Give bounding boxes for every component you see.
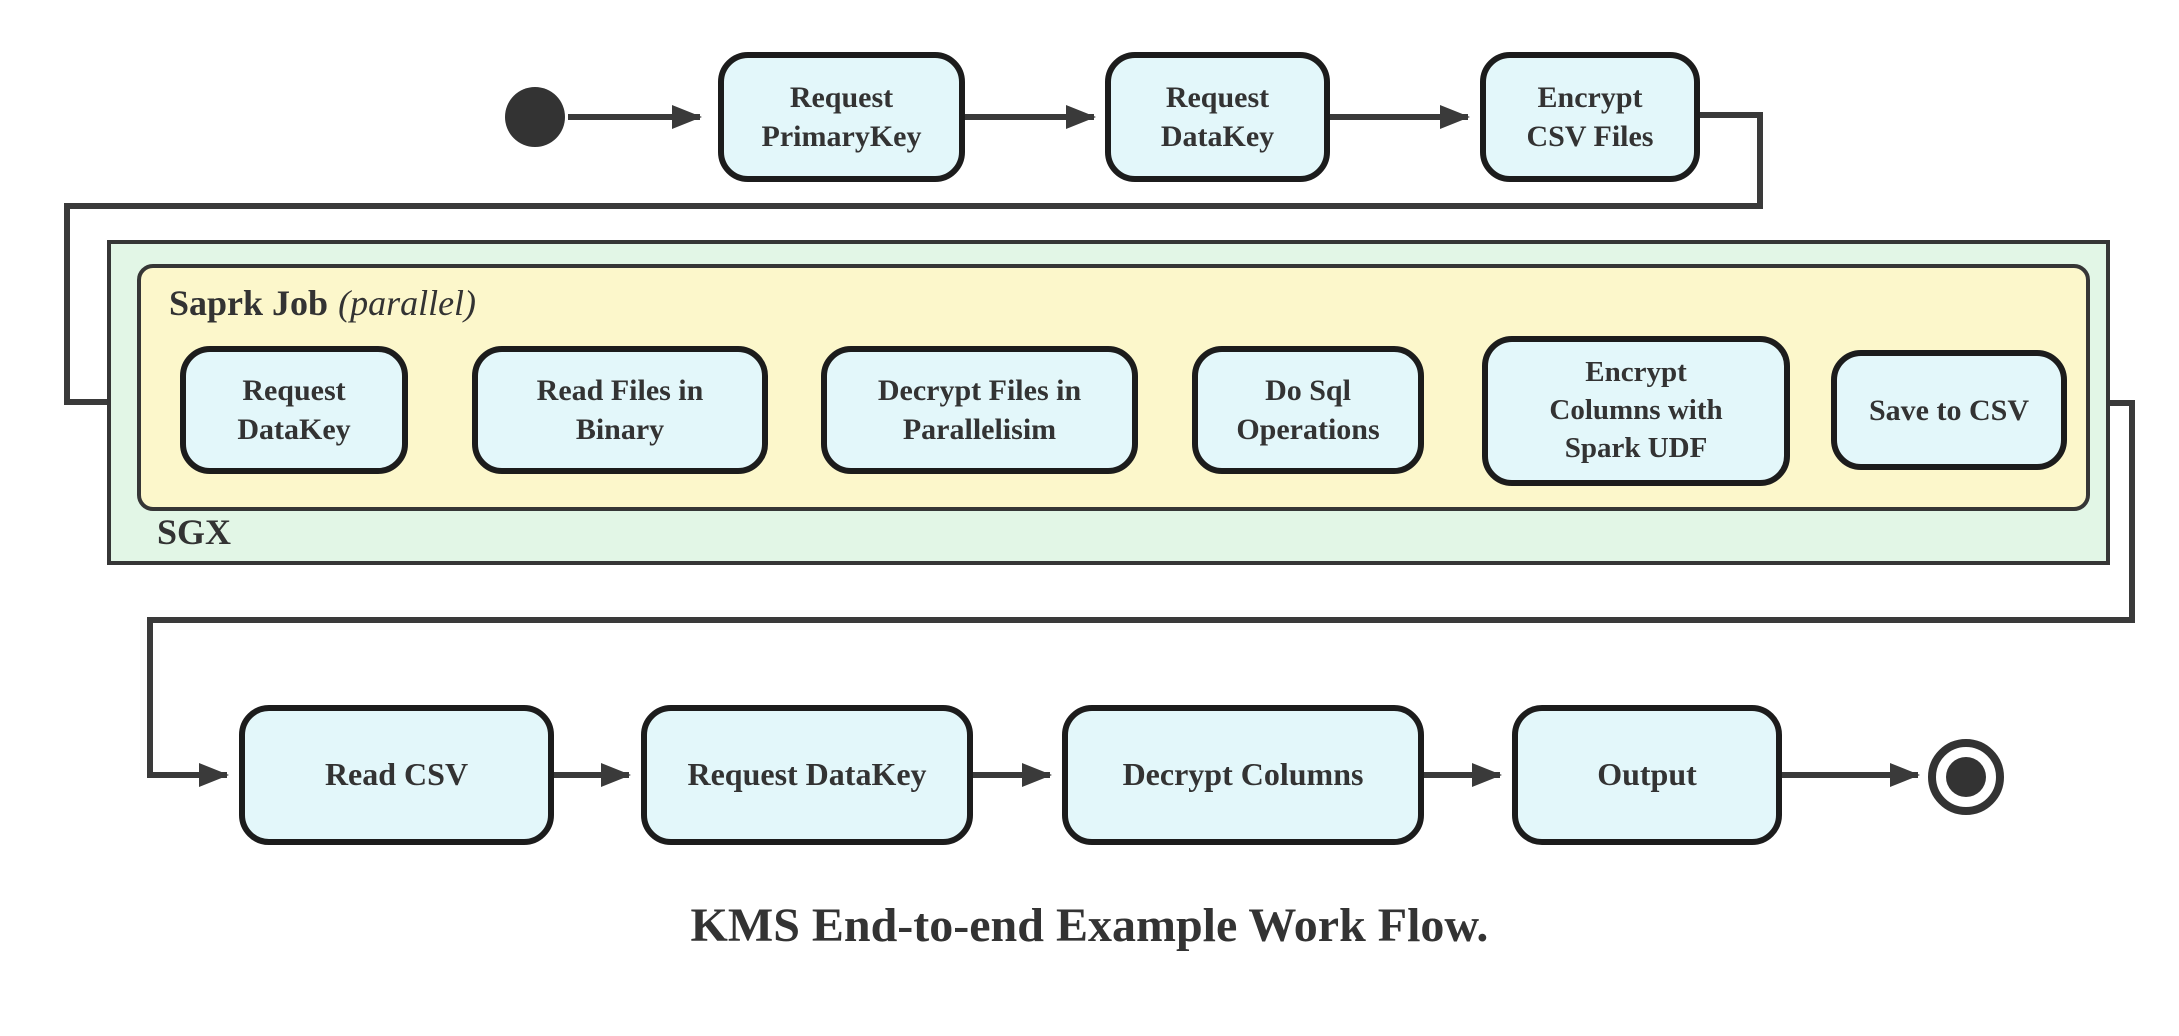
node-decrypt-columns: Decrypt Columns — [1062, 705, 1424, 845]
initial-node-icon — [505, 87, 565, 147]
node-read-csv: Read CSV — [239, 705, 554, 845]
node-label: Save to CSV — [1868, 393, 2029, 427]
diagram-caption: KMS End-to-end Example Work Flow. — [690, 899, 1489, 952]
node-label: Decrypt Columns — [1122, 756, 1364, 793]
node-do-sql-operations: Do Sql Operations — [1192, 346, 1424, 474]
node-decrypt-files-in-parallelism: Decrypt Files in Parallelisim — [821, 346, 1138, 474]
node-label: Do Sql Operations — [1236, 374, 1380, 446]
node-label: Encrypt CSV Files — [1526, 81, 1654, 153]
node-request-datakey-bottom: Request DataKey — [641, 705, 973, 845]
sgx-label: SGX — [157, 512, 232, 552]
node-save-to-csv: Save to CSV — [1831, 350, 2067, 470]
node-encrypt-columns-with-spark-udf: Encrypt Columns with Spark UDF — [1482, 336, 1790, 486]
node-label: Request PrimaryKey — [761, 81, 922, 153]
node-read-files-in-binary: Read Files in Binary — [472, 346, 768, 474]
node-encrypt-csv-files: Encrypt CSV Files — [1480, 52, 1700, 182]
node-request-datakey-top: Request DataKey — [1105, 52, 1330, 182]
node-label: Output — [1597, 756, 1697, 793]
node-request-primarykey: Request PrimaryKey — [718, 52, 965, 182]
node-label: Request DataKey — [1160, 81, 1275, 153]
node-label: Decrypt Files in Parallelisim — [877, 374, 1082, 446]
final-node-inner-dot — [1946, 757, 1986, 797]
node-label: Request DataKey — [237, 374, 351, 446]
sgx-container: Saprk Job(parallel) Request DataKey Read… — [107, 240, 2110, 565]
spark-job-name: Saprk Job — [169, 283, 329, 323]
spark-job-qualifier: (parallel) — [338, 283, 477, 323]
node-output: Output — [1512, 705, 1782, 845]
spark-job-label: Saprk Job(parallel) — [169, 282, 476, 325]
node-label: Read CSV — [324, 756, 469, 793]
node-label: Read Files in Binary — [536, 374, 704, 446]
node-request-datakey-spark: Request DataKey — [180, 346, 408, 474]
spark-job-container: Saprk Job(parallel) Request DataKey Read… — [137, 264, 2090, 511]
final-node-icon — [1928, 739, 2004, 815]
node-label: Request DataKey — [687, 756, 927, 793]
node-label: Encrypt Columns with Spark UDF — [1549, 356, 1723, 464]
